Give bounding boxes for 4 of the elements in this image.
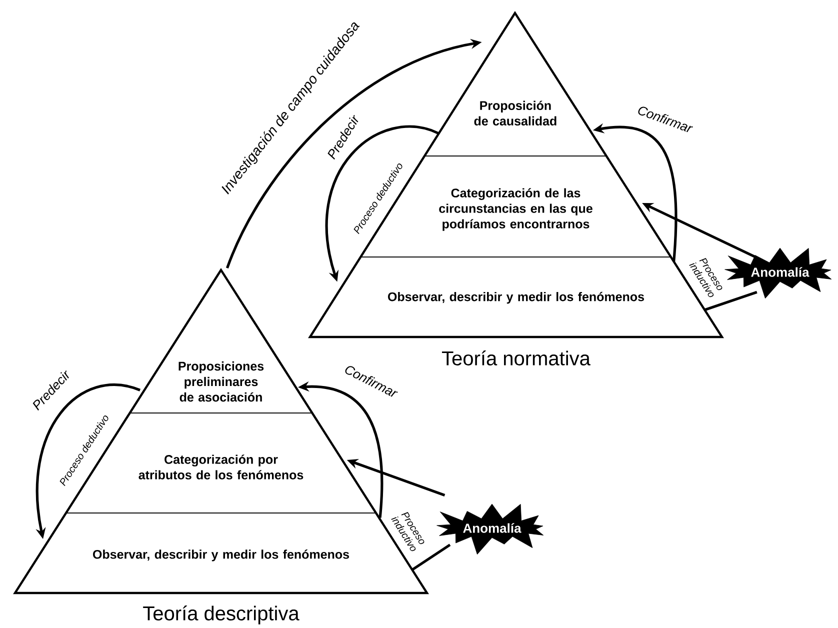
- pyramid-title: Teoría descriptiva: [143, 606, 300, 624]
- pyramid-title: Teoría normativa: [442, 350, 590, 366]
- anomaly-starburst: Anomalía: [436, 504, 544, 555]
- anomaly-starburst: Anomalía: [724, 248, 832, 299]
